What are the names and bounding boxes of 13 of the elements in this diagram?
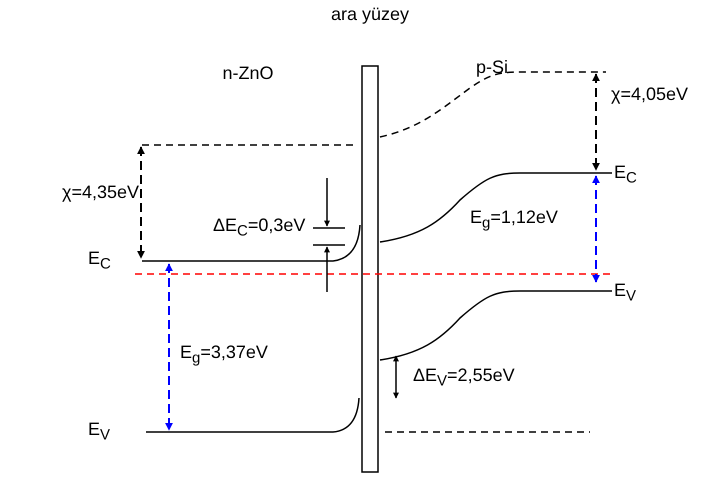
band-label: E$_{V}$ bbox=[88, 420, 110, 444]
band-label: E$_{C}$ bbox=[614, 162, 637, 188]
energy-value-label: E$_{g}$=1,12eV bbox=[470, 208, 558, 232]
band-label: E$_{C}$ bbox=[88, 248, 111, 274]
energy-value-label: E$_{g}$=3,37eV bbox=[180, 342, 268, 368]
energy-value-label: χ=4,05eV bbox=[611, 85, 688, 105]
energy-value-label: χ=4,35eV bbox=[62, 183, 140, 203]
material-label: p-Si bbox=[476, 58, 508, 78]
band-label: E$_{V}$ bbox=[614, 280, 636, 306]
energy-value-label: ΔE$_{V}$=2,55eV bbox=[413, 366, 515, 390]
material-label: n-ZnO bbox=[222, 64, 274, 84]
energy-value-label: ΔE$_{C}$=0,3eV bbox=[213, 216, 306, 240]
region-label: ara yüzey bbox=[330, 5, 410, 25]
